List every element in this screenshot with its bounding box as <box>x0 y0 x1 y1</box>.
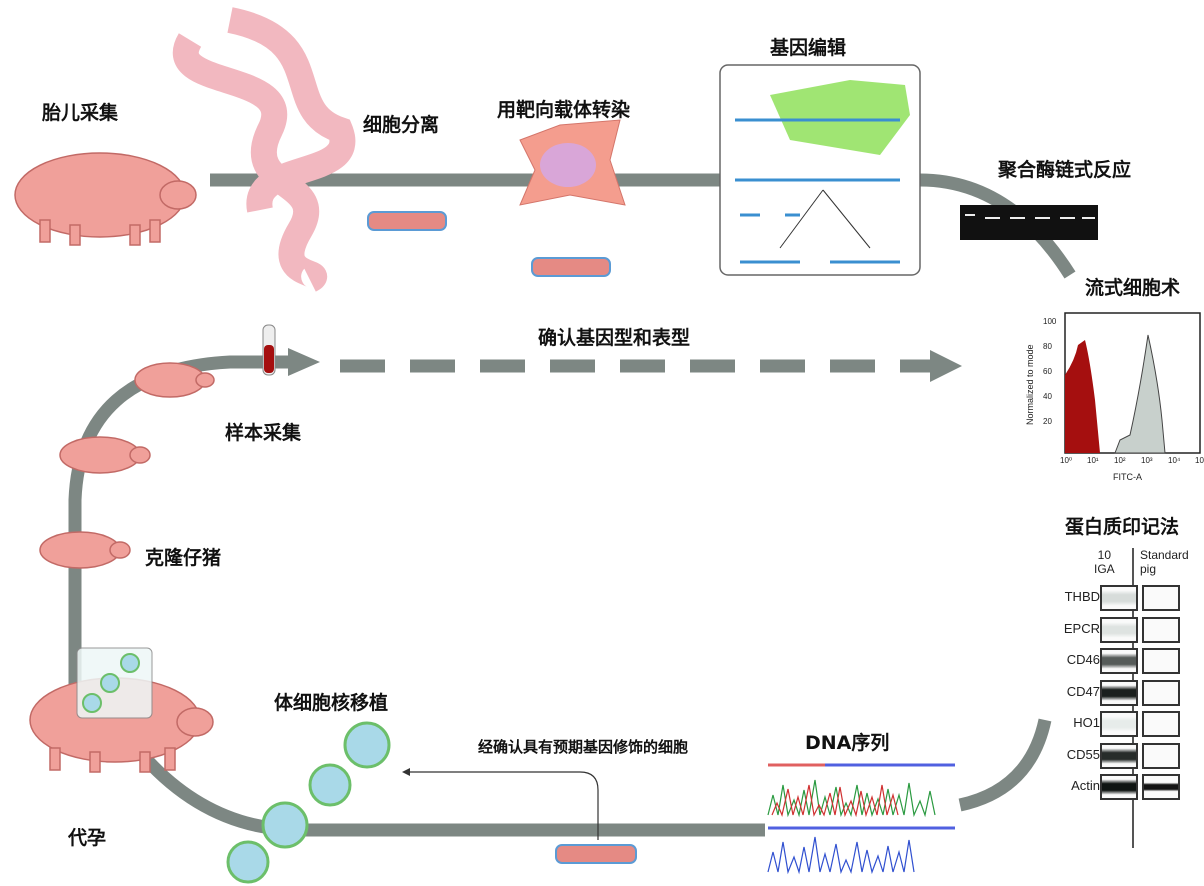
dna-chromatogram <box>767 763 955 875</box>
flow-ytick: 80 <box>1043 342 1052 351</box>
flow-ytick: 20 <box>1043 417 1052 426</box>
wb-protein-name: CD55 <box>1066 746 1100 762</box>
wb-protein-name: EPCR <box>1063 620 1100 636</box>
wb-protein-name: Actin <box>1071 778 1100 793</box>
wb-band-standard <box>1142 679 1180 706</box>
flow-ylabel: Normalized to mode <box>1025 344 1035 426</box>
flow-ytick: 60 <box>1043 367 1052 376</box>
label-sample-collection: 样本采集 <box>225 422 302 444</box>
flow-xtick: 10⁰ <box>1060 456 1073 465</box>
label-western-blot: 蛋白质印记法 <box>1065 516 1180 538</box>
sample-histogram <box>1065 340 1100 453</box>
wb-protein-name: HO1 <box>1073 715 1100 730</box>
wb-band-10iga <box>1100 774 1138 800</box>
wb-band-10iga <box>1100 616 1138 643</box>
petri-dish-icon <box>367 211 637 864</box>
label-scnt: 体细胞核移植 <box>274 692 389 714</box>
label-cloned-piglets: 克隆仔猪 <box>145 547 222 569</box>
wb-band-standard <box>1142 774 1180 800</box>
wb-row: Actin <box>1058 774 1198 800</box>
connector-arrow <box>410 771 599 840</box>
label-dna-sequence: DNA序列 <box>805 732 890 754</box>
wb-row: THBD <box>1058 585 1198 611</box>
wb-col1-b: IGA <box>1094 562 1115 576</box>
wb-col1-a: 10 <box>1097 548 1112 562</box>
wb-row: CD46 <box>1058 648 1198 674</box>
label-transfection: 用靶向载体转染 <box>497 99 631 121</box>
flow-cytometry-plot <box>1064 312 1201 454</box>
label-confirm: 确认基因型和表型 <box>538 327 691 349</box>
wb-band-standard <box>1142 616 1180 643</box>
wb-protein-name: CD47 <box>1066 683 1100 699</box>
label-pcr: 聚合酶链式反应 <box>998 159 1132 181</box>
label-gene-editing: 基因编辑 <box>770 37 847 59</box>
wb-row: EPCR <box>1058 616 1198 643</box>
control-histogram <box>1114 334 1166 454</box>
wb-band-10iga <box>1100 679 1138 706</box>
flow-xtick: 10¹ <box>1087 456 1099 465</box>
label-confirmed-cells: 经确认具有预期基因修饰的细胞 <box>478 738 689 756</box>
flow-ytick: 40 <box>1043 392 1052 401</box>
wb-band-10iga <box>1100 648 1138 674</box>
label-surrogacy: 代孕 <box>68 827 107 849</box>
wb-protein-name: THBD <box>1064 589 1100 604</box>
wb-row: CD47 <box>1058 679 1198 706</box>
flow-ytick: 100 <box>1043 317 1057 326</box>
flow-xtick: 10² <box>1114 456 1126 465</box>
wb-band-10iga <box>1100 711 1138 737</box>
wb-band-10iga <box>1100 742 1138 769</box>
wb-band-standard <box>1142 742 1180 769</box>
wb-band-10iga <box>1100 585 1138 611</box>
label-fetal-collection: 胎儿采集 <box>42 102 119 124</box>
pcr-gel <box>960 205 1098 240</box>
wb-col2-a: Standard <box>1140 548 1189 562</box>
flow-xtick: 10⁵ <box>1195 456 1204 465</box>
pig-icon <box>14 152 215 773</box>
flow-xtick: 10³ <box>1141 456 1153 465</box>
label-cell-isolation: 细胞分离 <box>363 114 440 136</box>
wb-protein-name: CD46 <box>1066 652 1100 667</box>
flow-xtick: 10⁴ <box>1168 456 1181 465</box>
process-track <box>68 173 1076 837</box>
wb-col2-b: pig <box>1140 562 1157 576</box>
label-flow-cytometry: 流式细胞术 <box>1085 277 1181 299</box>
wb-row: CD55 <box>1058 742 1198 769</box>
arrow-head <box>288 348 320 376</box>
wb-band-standard <box>1142 585 1180 611</box>
wb-band-standard <box>1142 648 1180 674</box>
wb-row: HO1 <box>1058 711 1198 737</box>
embryo-cell-icon <box>226 721 391 884</box>
flow-xlabel: FITC-A <box>1113 472 1142 482</box>
wb-band-standard <box>1142 711 1180 737</box>
